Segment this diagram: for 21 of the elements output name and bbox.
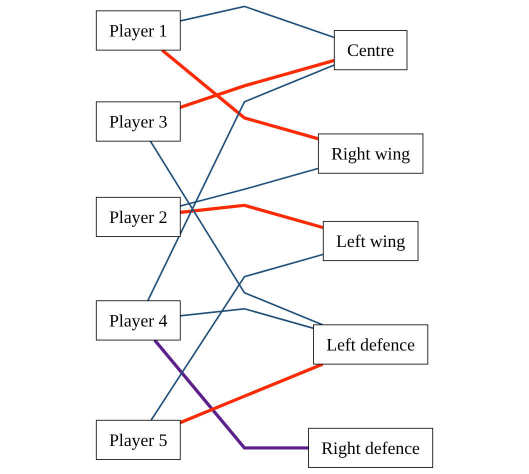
node-box: Left defence xyxy=(313,324,428,365)
node-box: Player 1 xyxy=(96,10,181,51)
connector xyxy=(150,140,323,326)
connector xyxy=(180,6,335,38)
node-box: Player 2 xyxy=(96,196,181,237)
connector xyxy=(150,254,324,421)
node-box: Player 5 xyxy=(96,420,181,460)
connector xyxy=(161,48,319,140)
connector xyxy=(180,362,324,424)
node-box: Player 4 xyxy=(96,300,181,340)
connector xyxy=(180,204,324,230)
node-box: Right wing xyxy=(318,134,424,174)
connector xyxy=(180,308,314,330)
connector xyxy=(147,64,335,302)
node-box: Centre xyxy=(334,30,408,70)
node-box: Player 3 xyxy=(96,101,181,142)
node-box: Left wing xyxy=(322,220,418,262)
connector xyxy=(180,58,335,109)
connector xyxy=(180,168,319,207)
connector xyxy=(153,339,309,450)
node-box: Right defence xyxy=(308,428,434,468)
